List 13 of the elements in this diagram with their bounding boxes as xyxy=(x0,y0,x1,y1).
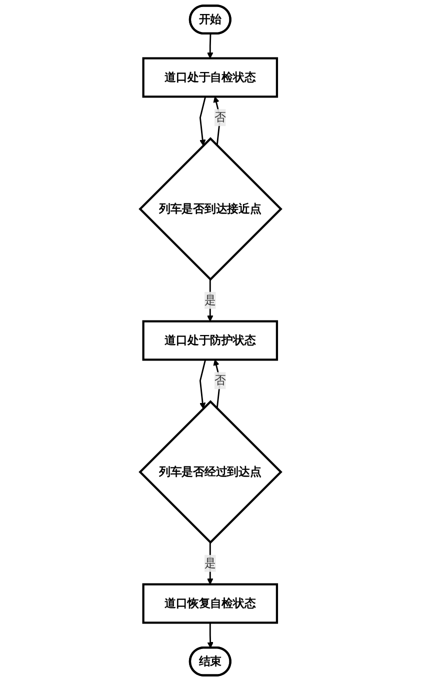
node-box: 道口恢复自检状态 xyxy=(142,583,278,624)
node-diamond: 列车是否到达接近点 xyxy=(138,137,282,281)
node-diamond: 列车是否经过到达点 xyxy=(138,400,282,544)
edge-label: 否 xyxy=(214,110,226,124)
arrow xyxy=(199,96,206,146)
edge-label: 是 xyxy=(204,293,216,307)
node-box: 道口处于防护状态 xyxy=(142,320,278,361)
node-box: 道口处于自检状态 xyxy=(142,57,278,98)
arrow xyxy=(199,360,206,409)
edge-label: 否 xyxy=(214,374,226,388)
arrow xyxy=(207,622,214,648)
edge-label: 是 xyxy=(204,556,216,570)
arrow xyxy=(207,34,214,59)
